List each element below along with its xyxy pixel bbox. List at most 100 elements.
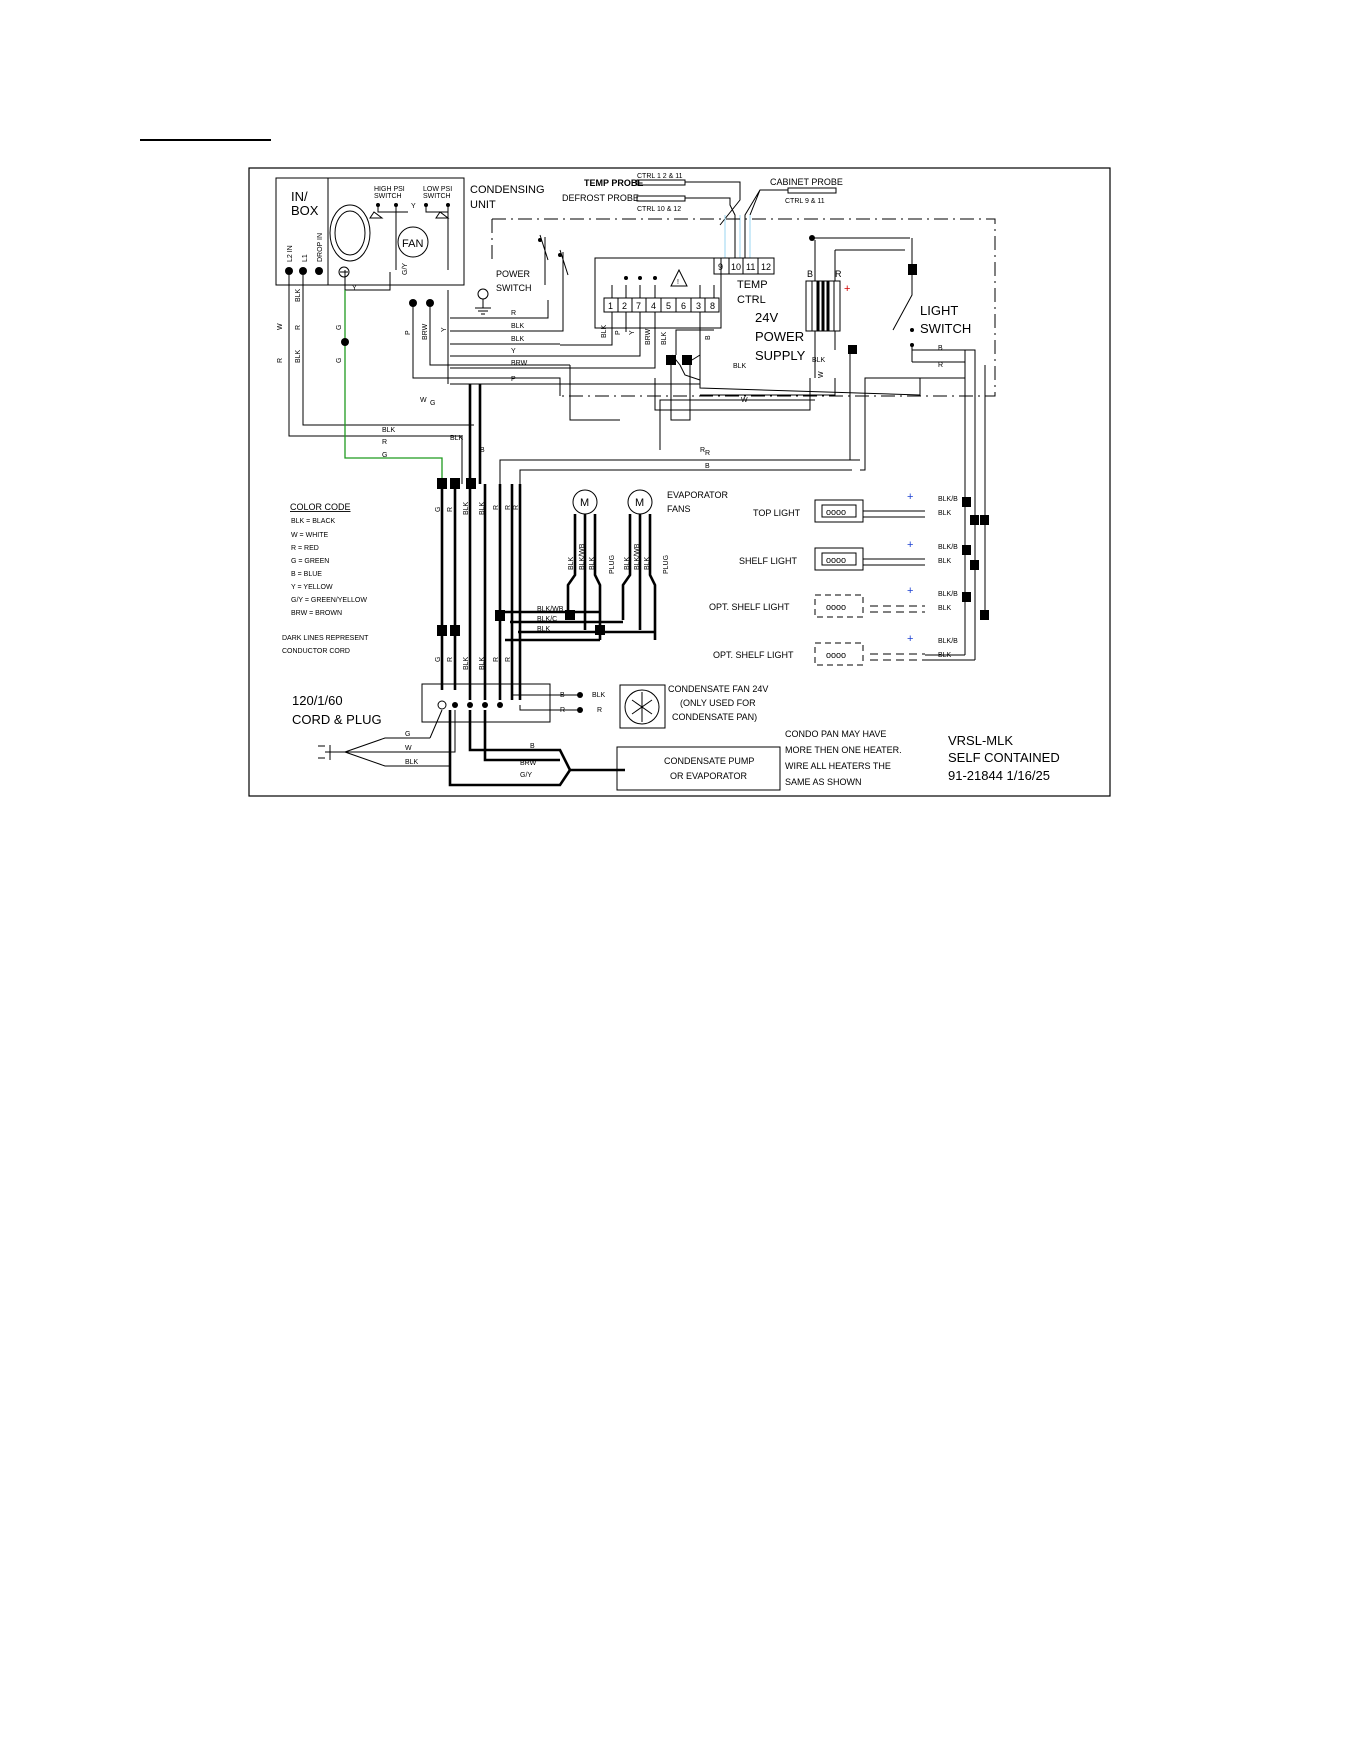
- svg-text:1: 1: [608, 301, 613, 311]
- bus-wire-label: BLK: [382, 427, 396, 434]
- evap-wire-label: BLK/WB: [579, 543, 586, 570]
- left-wire-label: Y: [441, 327, 448, 332]
- svg-text:!: !: [677, 279, 679, 286]
- svg-text:BLK: BLK: [938, 558, 952, 565]
- svg-text:R: R: [597, 707, 602, 714]
- power-supply-label-3: SUPPLY: [755, 348, 806, 363]
- svg-text:BLK = BLACK: BLK = BLACK: [291, 518, 335, 525]
- power-switch: POWER SWITCH: [475, 234, 569, 315]
- svg-text:B: B: [807, 269, 813, 279]
- power-switch-label-2: SWITCH: [496, 283, 532, 293]
- jbox-term-l2: L2 IN: [287, 245, 294, 262]
- svg-text:Y: Y: [352, 285, 357, 292]
- svg-text:BLK: BLK: [405, 759, 419, 766]
- left-wire-label: G: [336, 358, 343, 363]
- cord-and-plug: 120/1/60 CORD & PLUG G W BLK B BRW G/Y: [292, 683, 572, 787]
- svg-text:G/Y: G/Y: [520, 772, 532, 779]
- evap-wire-label: BLK: [644, 556, 651, 570]
- ctrl-wire-label: P: [615, 330, 622, 335]
- evap-wire-label: BLK/WB: [634, 543, 641, 570]
- cord-label-1: 120/1/60: [292, 693, 343, 708]
- light-switch-label-1: LIGHT: [920, 303, 958, 318]
- svg-text:DARK LINES REPRESENT: DARK LINES REPRESENT: [282, 635, 369, 642]
- svg-text:BLK/B: BLK/B: [938, 591, 958, 598]
- drawing-number: 91-21844 1/16/25: [948, 768, 1050, 783]
- shelf-light-label: SHELF LIGHT: [739, 556, 798, 566]
- svg-text:BLK: BLK: [938, 605, 952, 612]
- defrost-probe-label: DEFROST PROBE: [562, 193, 639, 203]
- svg-text:M: M: [580, 497, 589, 509]
- evaporator-fans: M M EVAPORATOR FANS PLUG PLUG BLK/WB BLK…: [500, 489, 729, 642]
- svg-text:R: R: [560, 707, 565, 714]
- drop-wire-label: R: [505, 505, 512, 510]
- svg-text:oooo: oooo: [826, 650, 846, 660]
- svg-text:oooo: oooo: [826, 602, 846, 612]
- opt-shelf-light-2: OPT. SHELF LIGHT oooo + BLK/B BLK: [713, 633, 958, 666]
- cord-label-2: CORD & PLUG: [292, 712, 382, 727]
- drop-wire-label: G: [435, 657, 442, 662]
- model-number: VRSL-MLK: [948, 733, 1013, 748]
- bus-wire-label: G: [382, 452, 387, 459]
- temp-probe-label: TEMP PROBE: [584, 178, 643, 188]
- svg-text:W = WHITE: W = WHITE: [291, 532, 328, 539]
- svg-text:BRW = BROWN: BRW = BROWN: [291, 610, 342, 617]
- cond-fan-label-1: CONDENSATE FAN 24V: [668, 684, 768, 694]
- svg-text:PLUG: PLUG: [663, 555, 670, 574]
- drop-wire-label: BLK: [479, 501, 486, 515]
- power-supply: B R + 24V POWER SUPPLY: [755, 235, 910, 378]
- opt-shelf-light-label-2: OPT. SHELF LIGHT: [713, 650, 794, 660]
- svg-text:BLK: BLK: [537, 626, 551, 633]
- svg-text:G/Y = GREEN/YELLOW: G/Y = GREEN/YELLOW: [291, 597, 367, 604]
- cond-fan-label-2: (ONLY USED FOR: [680, 698, 756, 708]
- harness-wire-label: P: [511, 376, 516, 383]
- temp-ctrl-label-2: CTRL: [737, 294, 766, 306]
- svg-text:9: 9: [718, 262, 723, 272]
- fan-motor: [397, 226, 429, 258]
- svg-text:SWITCH: SWITCH: [423, 193, 451, 200]
- svg-text:CONDUCTOR CORD: CONDUCTOR CORD: [282, 648, 350, 655]
- svg-text:+: +: [907, 491, 913, 503]
- junction-box: IN/ BOX L2 IN L1 DROP IN FAN G/Y HIGH PS…: [275, 177, 465, 292]
- svg-text:+: +: [844, 283, 850, 295]
- svg-text:CTRL 9 & 11: CTRL 9 & 11: [785, 198, 825, 205]
- diagram-border: [248, 167, 1111, 797]
- svg-text:BLK/WB: BLK/WB: [537, 606, 564, 613]
- left-wire-label: R: [295, 325, 302, 330]
- temp-control: 9 10 11 12 TEMP CTRL 1 2 7 4 5 6 3 8 !: [594, 257, 775, 329]
- bus-wire-label: BLK: [450, 435, 464, 442]
- svg-text:B = BLUE: B = BLUE: [291, 571, 322, 578]
- svg-text:G = GREEN: G = GREEN: [291, 558, 329, 565]
- svg-text:M: M: [635, 497, 644, 509]
- light-switch-label-2: SWITCH: [920, 321, 971, 336]
- harness-wire-label: R: [511, 310, 516, 317]
- svg-text:CTRL 1 2 & 11: CTRL 1 2 & 11: [637, 173, 683, 180]
- left-wire-label: P: [405, 330, 412, 335]
- cond-pump-label-2: OR EVAPORATOR: [670, 771, 748, 781]
- svg-text:B: B: [938, 345, 943, 352]
- ps-wire-label: BLK: [812, 357, 826, 364]
- svg-text:6: 6: [681, 301, 686, 311]
- top-light-label: TOP LIGHT: [753, 508, 801, 518]
- condensate-pump: CONDENSATE PUMP OR EVAPORATOR: [570, 746, 781, 791]
- fan-label: FAN: [402, 238, 423, 250]
- svg-text:7: 7: [636, 301, 641, 311]
- ctrl-wire-label: B: [705, 335, 712, 340]
- svg-text:Y: Y: [411, 203, 416, 210]
- bus-wire-label: R: [382, 439, 387, 446]
- compressor: [329, 204, 371, 262]
- left-wire-label: R: [277, 358, 284, 363]
- heading-underline: [140, 139, 271, 141]
- svg-text:B: B: [560, 692, 565, 699]
- svg-text:WIRE ALL HEATERS THE: WIRE ALL HEATERS THE: [785, 761, 891, 771]
- svg-text:BLK: BLK: [938, 510, 952, 517]
- svg-text:BLK: BLK: [592, 692, 606, 699]
- drop-wire-label: R: [447, 657, 454, 662]
- color-code-title: COLOR CODE: [290, 502, 351, 512]
- ctrl-wire-label: BLK: [601, 324, 608, 338]
- harness-wire-label: BLK: [511, 323, 525, 330]
- evap-fans-label-1: EVAPORATOR: [667, 490, 729, 500]
- svg-text:CONDO PAN MAY HAVE: CONDO PAN MAY HAVE: [785, 729, 886, 739]
- svg-text:G: G: [405, 731, 410, 738]
- svg-text:12: 12: [761, 262, 771, 272]
- drop-wire-label: BLK: [479, 656, 486, 670]
